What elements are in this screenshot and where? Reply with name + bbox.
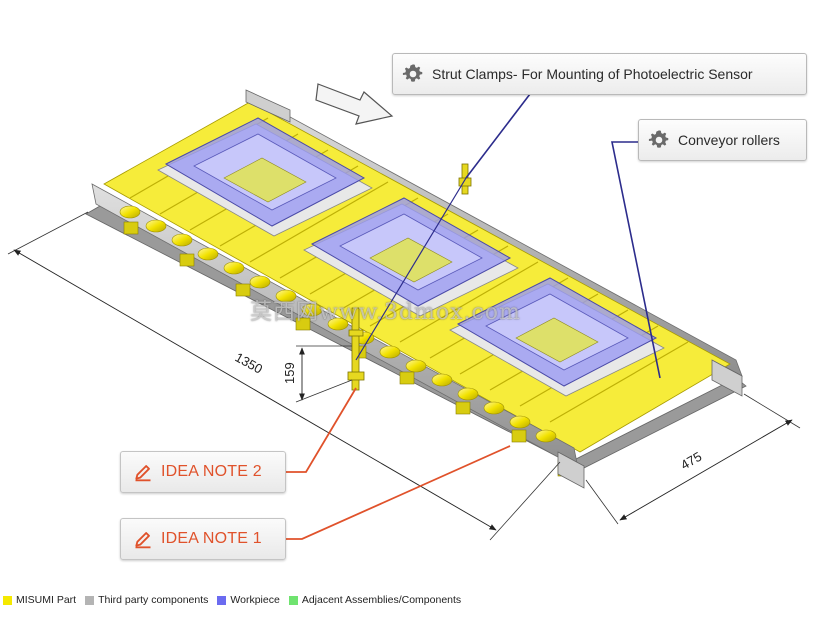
watermark: 莫西网www.3dmox.com	[250, 300, 521, 325]
legend-item-third-party: Third party components	[85, 594, 208, 606]
workpiece-tray-3	[449, 277, 665, 397]
legend-label: Workpiece	[230, 594, 280, 606]
strut-clamps-callout[interactable]: Strut Clamps- For Mounting of Photoelect…	[392, 53, 807, 95]
dimension-length-label: 1350	[233, 350, 266, 377]
leader-strut-clamps	[465, 93, 531, 179]
idea-note-1-button[interactable]: IDEA NOTE 1	[120, 518, 286, 560]
legend-swatch	[288, 595, 298, 605]
legend-label: Third party components	[98, 594, 209, 606]
legend-swatch	[217, 595, 227, 605]
pencil-icon	[135, 532, 151, 549]
leader-idea-note-2	[286, 387, 357, 473]
workpiece-tray-1	[157, 117, 373, 237]
gear-icon	[402, 64, 423, 82]
flow-direction-arrow-icon	[315, 83, 394, 125]
idea-note-2-button[interactable]: IDEA NOTE 2	[120, 451, 286, 493]
end-caps	[245, 89, 743, 489]
leader-conveyor-rollers	[611, 141, 661, 379]
legend-item-adjacent: Adjacent Assemblies/Components	[288, 594, 462, 606]
color-legend: MISUMI Part Third party components Workp…	[3, 594, 470, 606]
leader-strut-clamps-2	[355, 177, 467, 361]
dimension-width: 475	[585, 393, 801, 525]
dimension-width-label: 475	[678, 449, 704, 473]
conveyor-rollers-label: Conveyor rollers	[678, 132, 780, 148]
legend-label: MISUMI Part	[16, 594, 77, 606]
legend-item-workpiece: Workpiece	[217, 594, 280, 606]
gear-icon	[648, 130, 669, 148]
legend-swatch	[85, 595, 95, 605]
leader-idea-note-1	[286, 445, 511, 540]
conveyor-rollers-callout[interactable]: Conveyor rollers	[638, 119, 807, 161]
dimension-height: 159	[282, 345, 353, 403]
dimension-height-label: 159	[282, 362, 297, 384]
legend-item-misumi: MISUMI Part	[3, 594, 76, 606]
idea-note-1-label: IDEA NOTE 1	[161, 530, 262, 547]
legend-label: Adjacent Assemblies/Components	[301, 594, 462, 606]
strut-clamps-label: Strut Clamps- For Mounting of Photoelect…	[432, 66, 753, 82]
idea-note-2-label: IDEA NOTE 2	[161, 463, 262, 480]
pencil-icon	[135, 465, 151, 482]
legend-swatch	[3, 595, 12, 605]
